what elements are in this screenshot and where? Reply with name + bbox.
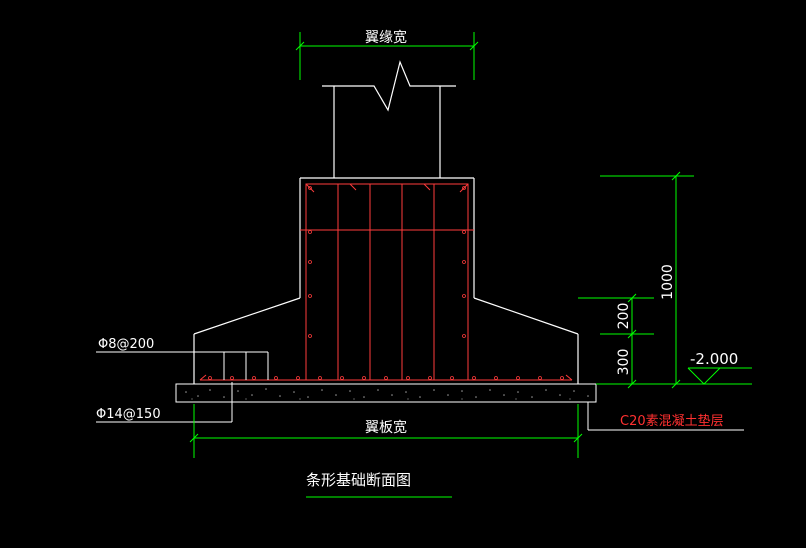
slab-width-dimension [189, 404, 583, 458]
elevation-marker [687, 367, 752, 385]
cushion-layer [175, 383, 597, 403]
dim-300-label: 300 [616, 349, 632, 376]
height-dimensions [578, 171, 752, 389]
rebar-dots [208, 186, 564, 380]
rebar-bottom-label: Φ14@150 [96, 407, 161, 422]
cushion-hatch [185, 388, 589, 400]
dim-1000-label: 1000 [660, 264, 676, 300]
cushion-label: C20素混凝土垫层 [620, 413, 724, 429]
flange-width-dimension [295, 32, 479, 80]
drawing-title: 条形基础断面图 [306, 471, 411, 489]
rebar-cage [199, 183, 573, 381]
flange-width-label: 翼缘宽 [365, 29, 407, 46]
column-outline [322, 60, 456, 178]
cushion-leader [587, 402, 744, 431]
dim-200-label: 200 [616, 303, 632, 330]
foundation-outline [193, 177, 579, 384]
elevation-label: -2.000 [690, 350, 738, 368]
rebar-top-label: Φ8@200 [98, 337, 154, 352]
slab-width-label: 翼板宽 [365, 419, 407, 436]
rebar-leaders [96, 351, 269, 423]
